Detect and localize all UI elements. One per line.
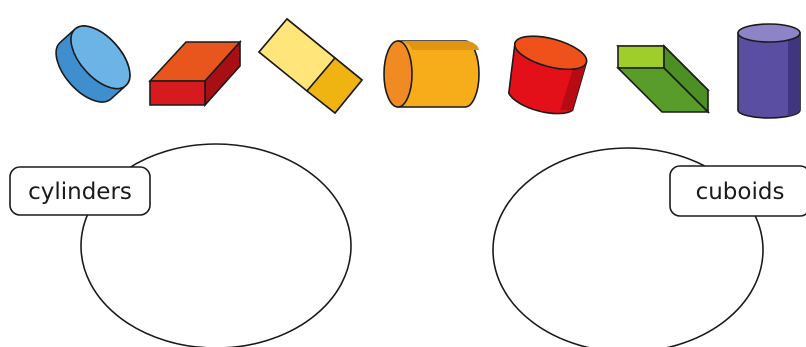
shape-purple-cylinder[interactable]	[738, 24, 800, 118]
zone-label-cuboids: cuboids	[670, 166, 806, 216]
zone-label-cylinders-text: cylinders	[28, 179, 132, 205]
shape-orange-cylinder[interactable]	[384, 41, 479, 107]
zone-label-cylinders: cylinders	[10, 167, 150, 215]
shape-red-cuboid[interactable]	[150, 42, 240, 105]
shape-yellow-cuboid[interactable]	[259, 19, 362, 113]
zone-label-cuboids-text: cuboids	[696, 179, 785, 205]
shape-red-cylinder[interactable]	[500, 30, 590, 120]
shape-green-cuboid[interactable]	[618, 46, 708, 112]
shape-blue-cylinder[interactable]	[45, 16, 140, 113]
